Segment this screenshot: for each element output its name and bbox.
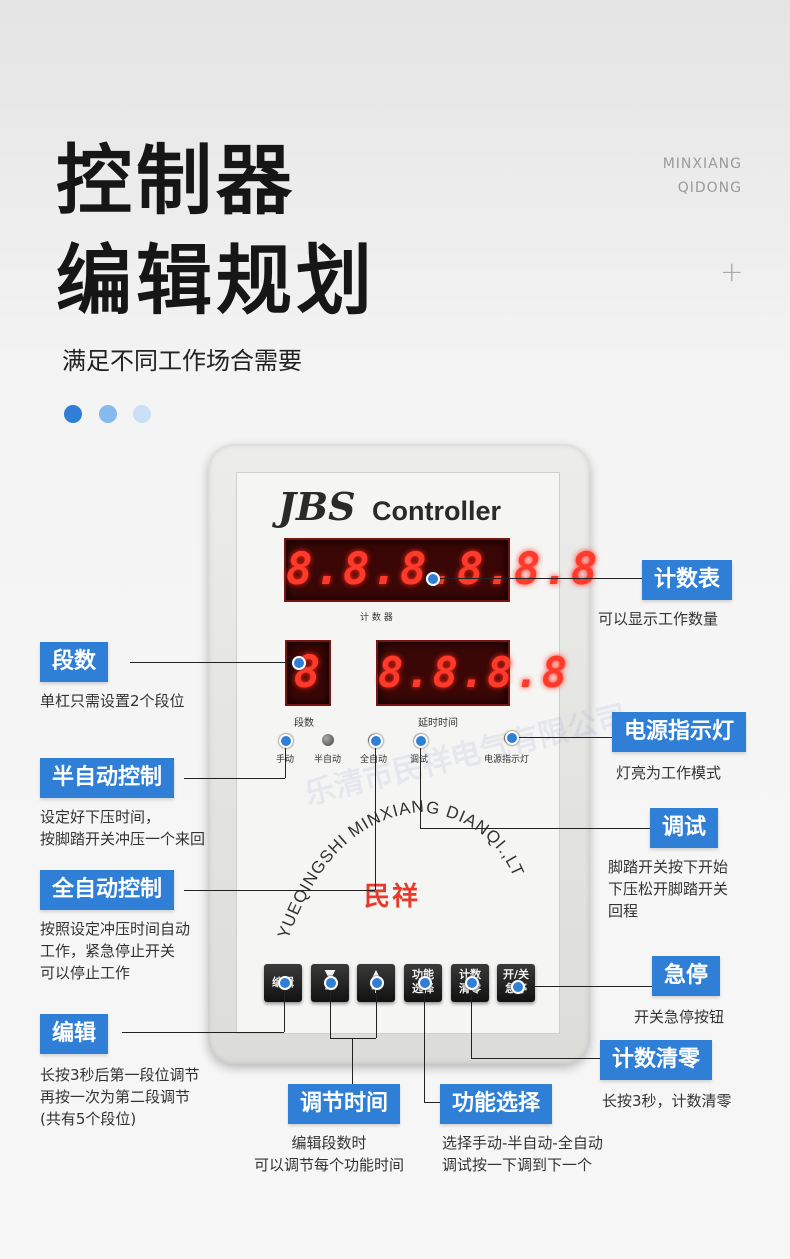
delay-digits: 8.8.8.8: [378, 648, 570, 697]
function-select-button[interactable]: 功能 选择: [404, 964, 442, 1002]
line-estop: [518, 986, 652, 987]
pointer-down: [324, 976, 338, 990]
led-label-debug: 调试: [410, 755, 429, 765]
line-reset-h: [471, 1058, 601, 1059]
desc-edit: 长按3秒后第一段位调节 再按一次为第二段调节 (共有5个段位): [40, 1066, 200, 1128]
line-full-auto-h: [184, 890, 375, 891]
down-arrow-icon: ▼: [324, 967, 336, 983]
tag-debug: 调试: [650, 808, 719, 848]
pointer-power: [505, 731, 519, 745]
segment-display: 8: [285, 640, 331, 706]
plus-icon: +: [720, 255, 744, 288]
company-arc-text: YUEQINGSHI MINXIANG DIANQI.,LTD: [270, 800, 527, 941]
line-full-auto-v: [375, 740, 376, 890]
led-label-power: 电源指示灯: [484, 755, 530, 765]
line-reset-v: [471, 982, 472, 1058]
pointer-edit: [278, 976, 292, 990]
delay-label: 延时时间: [418, 718, 458, 729]
line-semi-auto-v: [285, 740, 286, 778]
led-label-semi-auto: 半自动: [314, 755, 342, 765]
desc-segment: 单杠只需设置2个段位: [40, 692, 185, 710]
page-subtitle: 满足不同工作场合需要: [62, 347, 302, 375]
segment-digit: 8: [293, 647, 323, 698]
company-arc: YUEQINGSHI MINXIANG DIANQI.,LTD: [270, 800, 528, 941]
line-edit-h: [122, 1032, 284, 1033]
line-adjust-h: [330, 1038, 376, 1039]
logo-jbs: JBS: [278, 484, 356, 529]
desc-count-reset: 长按3秒，计数清零: [602, 1092, 732, 1110]
svg-text:YUEQINGSHI MINXIANG DIANQI.,LT: YUEQINGSHI MINXIANG DIANQI.,LTD: [270, 800, 528, 941]
line-function-h: [424, 1102, 440, 1103]
pointer-segment: [292, 656, 306, 670]
pointer-debug: [414, 734, 428, 748]
tag-adjust-time: 调节时间: [288, 1084, 401, 1124]
counter-digits: 8.8.8.8.8.8: [286, 544, 600, 595]
led-semi-auto: [322, 734, 334, 746]
led-label-full-auto: 全自动: [360, 755, 388, 765]
line-function-v: [424, 982, 425, 1102]
pointer-function: [418, 976, 432, 990]
pointer-estop: [511, 980, 525, 994]
pointer-full-auto: [369, 734, 383, 748]
line-counter: [432, 578, 642, 579]
count-reset-button[interactable]: 计数 清零: [451, 964, 489, 1002]
segment-label: 段数: [294, 718, 314, 729]
logo-controller: Controller: [372, 496, 502, 526]
line-adjust-stem: [352, 1038, 353, 1086]
tag-function-select: 功能选择: [440, 1084, 553, 1124]
tag-edit: 编辑: [40, 1014, 109, 1054]
tag-counter: 计数表: [642, 560, 733, 600]
desc-power: 灯亮为工作模式: [616, 764, 722, 782]
up-arrow-icon: ▲: [370, 967, 382, 983]
desc-semi-auto: 设定好下压时间， 按脚踏开关冲压一个来回: [40, 808, 206, 848]
brand-name-line1: MINXIANG: [662, 156, 742, 172]
page-title-line2: 编辑规划: [56, 236, 376, 325]
carousel-dot-2: [99, 405, 117, 423]
tag-segment: 段数: [40, 642, 109, 682]
brand-name-line2: QIDONG: [677, 180, 742, 196]
delay-display: 8.8.8.8: [376, 640, 570, 706]
line-edit-v: [284, 982, 285, 1032]
carousel-dot-1: [64, 405, 82, 423]
counter-label: 计 数 器: [360, 613, 393, 623]
pointer-semi-auto: [279, 734, 293, 748]
counter-display: 8.8.8.8.8.8: [284, 538, 600, 602]
desc-counter: 可以显示工作数量: [598, 610, 719, 628]
desc-debug: 脚踏开关按下开始 下压松开脚踏开关 回程: [608, 858, 729, 920]
tag-full-auto: 全自动控制: [40, 870, 175, 910]
tag-count-reset: 计数清零: [600, 1040, 713, 1080]
page-title-line1: 控制器: [56, 136, 296, 225]
line-debug-v: [420, 740, 421, 828]
pointer-reset: [465, 976, 479, 990]
tag-semi-auto: 半自动控制: [40, 758, 175, 798]
pointer-up: [370, 976, 384, 990]
line-adjust-v1: [330, 982, 331, 1038]
line-debug-h: [420, 828, 650, 829]
desc-adjust-time: 编辑段数时 可以调节每个功能时间: [254, 1134, 405, 1174]
line-adjust-v2: [376, 982, 377, 1038]
line-semi-auto-h: [184, 778, 285, 779]
brand-logo-cn: 民祥: [364, 882, 421, 912]
pointer-counter: [426, 572, 440, 586]
desc-function-select: 选择手动-半自动-全自动 调试按一下调到下一个: [442, 1134, 603, 1174]
desc-full-auto: 按照设定冲压时间自动 工作，紧急停止开关 可以停止工作: [40, 920, 191, 982]
estop-button-top: 开/关: [502, 968, 530, 981]
carousel-dot-3: [133, 405, 151, 423]
desc-estop: 开关急停按钮: [634, 1008, 725, 1026]
tag-estop: 急停: [652, 956, 721, 996]
line-segment: [130, 662, 298, 663]
line-power: [512, 737, 614, 738]
tag-power: 电源指示灯: [612, 712, 747, 752]
